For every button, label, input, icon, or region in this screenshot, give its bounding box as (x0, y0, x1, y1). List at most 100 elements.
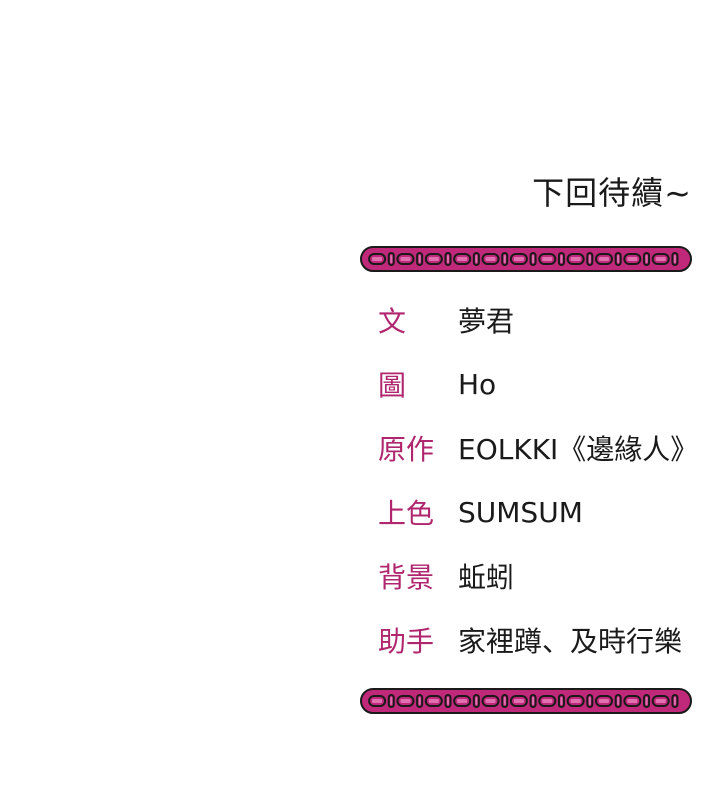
chain-link (444, 694, 452, 708)
chain-link (453, 253, 472, 265)
chain-link (481, 253, 500, 265)
credit-role: 文 (378, 305, 407, 338)
chain-link-highlight (372, 257, 383, 261)
chain-link-highlight (542, 257, 553, 261)
chain-link (387, 694, 395, 708)
chain-divider-top (360, 246, 692, 272)
credit-row-background-artist: 背景 蚯蚓 (378, 552, 514, 600)
chain-link (614, 694, 622, 708)
chain-link-highlight (570, 257, 581, 261)
chain-link-highlight (400, 699, 411, 703)
chain-link-highlight (588, 255, 591, 263)
chain-link (509, 253, 528, 265)
chain-link-highlight (447, 697, 449, 705)
credit-value: 蚯蚓 (458, 561, 515, 594)
credit-role: 原作 (378, 433, 435, 466)
chain-link-highlight (673, 697, 676, 705)
credit-row-colorist: 上色 SUMSUM (378, 488, 583, 536)
chain-link (643, 694, 651, 708)
chain-link-highlight (418, 255, 421, 263)
chain-link (396, 253, 415, 265)
chain-link-highlight (372, 699, 383, 703)
chain-link-highlight (617, 697, 620, 705)
credit-value: EOLKKI《邊緣人》 (458, 433, 699, 466)
chain-link (472, 694, 480, 708)
chain-link-highlight (390, 697, 393, 705)
chain-link-highlight (673, 255, 676, 263)
chain-link-highlight (513, 257, 524, 261)
chain-link-highlight (503, 697, 506, 705)
chain-link (529, 252, 537, 266)
chain-link (416, 694, 424, 708)
chain-link (671, 694, 679, 708)
chain-link (651, 253, 670, 265)
chain-link-highlight (390, 255, 393, 263)
chain-link-highlight (599, 257, 609, 261)
credit-role: 上色 (378, 497, 435, 530)
chain-link-highlight (428, 257, 439, 261)
chain-link (671, 252, 679, 266)
chain-link-highlight (428, 699, 439, 703)
chain-link (643, 252, 651, 266)
chain-link (368, 253, 387, 265)
chain-link (444, 252, 452, 266)
credit-role: 圖 (378, 369, 407, 402)
chain-link-highlight (560, 697, 563, 705)
chain-link (416, 252, 424, 266)
chain-link (472, 252, 480, 266)
chain-link (586, 694, 594, 708)
chain-link (529, 694, 537, 708)
chain-link (387, 252, 395, 266)
chain-link-highlight (655, 257, 666, 261)
chain-link (538, 695, 557, 707)
chain-link (501, 252, 509, 266)
credit-row-writer: 文 夢君 (378, 296, 514, 344)
credit-value: 家裡蹲、及時行樂 (458, 625, 683, 658)
chain-link (623, 253, 642, 265)
chain-link-highlight (599, 699, 609, 703)
chain-link (595, 253, 613, 265)
chain-link (566, 253, 585, 265)
chain-link (453, 695, 472, 707)
chain-link (623, 695, 642, 707)
chain-link-highlight (485, 257, 496, 261)
chain-link-highlight (645, 697, 648, 705)
chain-link (538, 253, 557, 265)
to-be-continued-text: 下回待續~ (532, 174, 692, 212)
chain-link (396, 695, 415, 707)
credit-role: 背景 (378, 561, 435, 594)
chain-link (595, 695, 613, 707)
chain-link-highlight (560, 255, 563, 263)
chain-link (509, 695, 528, 707)
credit-row-assistants: 助手 家裡蹲、及時行樂 (378, 616, 682, 664)
credit-value: SUMSUM (458, 495, 583, 529)
chain-link (557, 694, 565, 708)
chain-link-highlight (400, 257, 411, 261)
chain-link-highlight (532, 697, 535, 705)
chain-link-highlight (570, 699, 581, 703)
credit-value: 夢君 (458, 305, 515, 338)
chain-link-highlight (627, 257, 638, 261)
chain-link-highlight (627, 699, 638, 703)
chain-link-highlight (418, 697, 421, 705)
chain-link-highlight (532, 255, 535, 263)
chain-link (651, 695, 670, 707)
chain-link (501, 694, 509, 708)
credit-value: Ho (458, 367, 497, 401)
chain-link-highlight (542, 699, 553, 703)
chain-link (481, 695, 500, 707)
chain-link (566, 695, 585, 707)
chain-link (424, 253, 443, 265)
chain-link-highlight (447, 255, 449, 263)
chain-link-highlight (655, 699, 666, 703)
credit-row-original-work: 原作 EOLKKI《邊緣人》 (378, 424, 698, 472)
credit-role: 助手 (378, 625, 435, 658)
chain-link-highlight (457, 699, 468, 703)
chain-link-highlight (617, 255, 620, 263)
chain-link (368, 695, 387, 707)
chain-link (614, 252, 622, 266)
credit-row-illustrator: 圖 Ho (378, 360, 496, 408)
chain-link (557, 252, 565, 266)
chain-link-highlight (645, 255, 648, 263)
chain-divider-bottom (360, 688, 692, 714)
